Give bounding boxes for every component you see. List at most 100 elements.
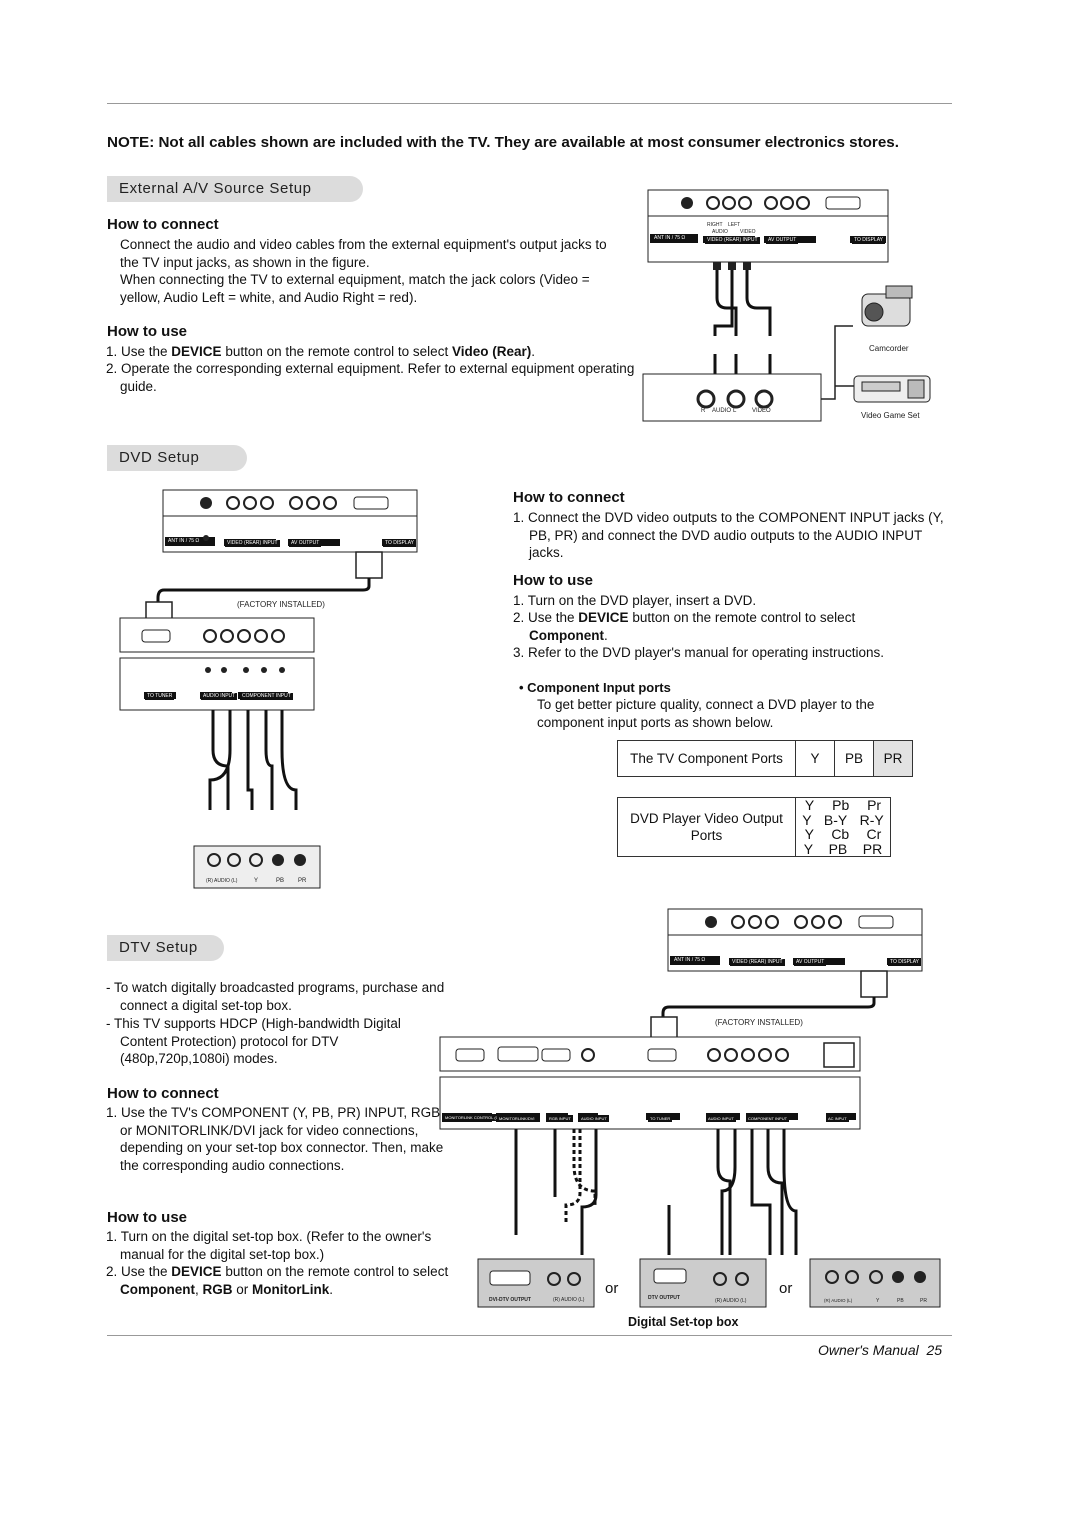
dvd-audio-input-label: AUDIO INPUT — [201, 693, 238, 700]
dtv-factory-cable — [650, 970, 888, 1044]
dtv-use-2: 2. Use the DEVICE button on the remote c… — [106, 1264, 449, 1297]
dvd-factory-label: (FACTORY INSTALLED) — [237, 600, 325, 609]
dtv-connect-1: 1. Use the TV's COMPONENT (Y, PB, PR) IN… — [106, 1105, 444, 1173]
ext-connect-p1: Connect the audio and video cables from … — [120, 237, 607, 270]
footer-page: 25 — [926, 1342, 943, 1358]
stb-dvi-panel — [477, 1258, 595, 1308]
dvd-connect-1: 1. Connect the DVD video outputs to the … — [513, 510, 944, 560]
note-text: NOTE: Not all cables shown are included … — [107, 134, 899, 151]
dtv-factory-label: (FACTORY INSTALLED) — [715, 1018, 803, 1027]
bottom-rule — [107, 1335, 952, 1336]
tv-col-y: Y — [795, 740, 835, 777]
stb-rgb-panel — [639, 1258, 767, 1308]
dtv-bullet-2: - This TV supports HDCP (High-bandwidth … — [106, 1016, 401, 1066]
stb-comp-audio-label: (R) AUDIO (L) — [824, 1298, 853, 1303]
dvd-player-panel — [193, 845, 321, 889]
footer-manual: Owner's Manual — [818, 1342, 919, 1358]
dvd-component-input-label: COMPONENT INPUT — [240, 693, 293, 700]
tv-component-table: The TV Component Ports Y PB PR — [617, 740, 913, 777]
ext-connect-heading: How to connect — [107, 216, 219, 233]
dtv-tv-panel — [667, 908, 923, 972]
dvd-to-tuner-label: TO TUNER — [145, 693, 175, 700]
dvd-tuner-box — [119, 617, 315, 711]
section-title-dtv: DTV Setup — [107, 935, 224, 961]
ext-use-heading: How to use — [107, 323, 188, 340]
camcorder-label: Camcorder — [869, 344, 909, 353]
tv-back-panel — [647, 189, 889, 270]
dtv-port-component: COMPONENT INPUT — [746, 1115, 790, 1122]
stb-caption: Digital Set-top box — [628, 1315, 739, 1329]
av-cables — [713, 270, 772, 376]
footer: Owner's Manual 25 — [818, 1342, 942, 1358]
dvd-video-rear-label: VIDEO (REAR) INPUT — [225, 540, 280, 547]
stb-dvi-audio-label: (R) AUDIO (L) — [553, 1297, 585, 1303]
ext-video-rear-label: VIDEO (REAR) INPUT — [705, 237, 760, 244]
tv-component-label: The TV Component Ports — [617, 740, 796, 777]
dtv-port-monitorlink-control: MONITORLINK CONTROL (CONTROL/SERVICE) — [443, 1114, 538, 1121]
or-label-2: or — [779, 1280, 793, 1297]
dtv-to-display-label: TO DISPLAY — [888, 959, 921, 966]
section-title-external: External A/V Source Setup — [107, 176, 363, 202]
ext-right-label: RIGHT — [707, 222, 723, 228]
dtv-use-1: 1. Turn on the digital set-top box. (Ref… — [106, 1229, 432, 1262]
section-title-dvd: DVD Setup — [107, 445, 247, 471]
stb-rgb-audio-label: (R) AUDIO (L) — [715, 1298, 747, 1304]
ext-av-output-label: AV OUTPUT — [766, 237, 799, 244]
dtv-port-audio: AUDIO INPUT — [579, 1115, 609, 1122]
camcorder-icon — [861, 285, 913, 327]
dvd-ant-label: ANT IN / 75 Ω — [166, 538, 202, 545]
dvd-diagram — [119, 489, 418, 889]
dtv-port-to-tuner: TO TUNER — [648, 1115, 673, 1122]
ext-ant-label: ANT IN / 75 Ω — [652, 235, 688, 242]
dvd-output-label: DVD Player Video Output Ports — [617, 797, 796, 857]
dvd-jack-y: Y — [254, 878, 259, 884]
dvd-jack-pr: PR — [298, 878, 307, 884]
stb-dvi-label: DVI-DTV OUTPUT — [489, 1297, 531, 1303]
dvd-bullet-text: To get better picture quality, connect a… — [537, 697, 875, 730]
game-label: Video Game Set — [861, 411, 920, 420]
ext-jack-r: R — [701, 408, 706, 414]
ext-jack-audio: AUDIO — [712, 408, 732, 414]
dvd-use-2: 2. Use the DEVICE button on the remote c… — [513, 610, 856, 643]
ext-use-1: 1. Use the DEVICE button on the remote c… — [106, 344, 535, 359]
dvd-use-1: 1. Turn on the DVD player, insert a DVD. — [513, 593, 757, 608]
dvd-av-cables — [208, 710, 298, 810]
dvd-use-3: 3. Refer to the DVD player's manual for … — [513, 645, 885, 660]
dvd-jack-pb: PB — [276, 878, 285, 884]
ext-jack-l: L — [733, 408, 737, 414]
dtv-bullet-1: - To watch digitally broadcasted program… — [106, 980, 445, 1013]
or-label-1: or — [605, 1280, 619, 1297]
dtv-port-rgb: RGB INPUT — [547, 1115, 573, 1122]
dtv-port-ac: AC INPUT — [826, 1115, 849, 1122]
top-rule — [107, 103, 952, 104]
dvd-av-output-label: AV OUTPUT — [289, 540, 322, 547]
dtv-port-audio-input: AUDIO INPUT — [706, 1115, 736, 1122]
tv-col-pr: PR — [873, 740, 913, 777]
ext-to-display-label: TO DISPLAY — [852, 237, 885, 244]
dtv-diagram — [439, 908, 941, 1308]
dvd-bullet-heading: • Component Input ports — [519, 680, 671, 695]
stb-comp-pr-label: PR — [920, 1298, 927, 1304]
stb-component-panel — [809, 1258, 941, 1308]
ext-jack-video: VIDEO — [752, 408, 771, 414]
game-console-icon — [853, 375, 931, 403]
dtv-connect-heading: How to connect — [107, 1085, 219, 1102]
dtv-av-output-label: AV OUTPUT — [794, 959, 827, 966]
dtv-use-heading: How to use — [107, 1209, 188, 1226]
tv-col-pb: PB — [834, 740, 874, 777]
dtv-port-monitorlink-dvi: MONITORLINK/DVI — [497, 1115, 537, 1122]
stb-comp-pb-label: PB — [897, 1298, 904, 1304]
ext-use-2: 2. Operate the corresponding external eq… — [106, 361, 635, 394]
dtv-ant-label: ANT IN / 75 Ω — [672, 957, 708, 964]
device-bracket — [821, 325, 858, 400]
dvd-connect-heading: How to connect — [513, 489, 625, 506]
dvd-factory-cable — [145, 551, 383, 629]
dvd-use-heading: How to use — [513, 572, 594, 589]
av-device-panel — [642, 373, 822, 422]
stb-comp-y-label: Y — [876, 1298, 880, 1304]
ext-diagram — [642, 189, 931, 422]
ext-left-label: LEFT — [728, 222, 741, 228]
ext-connect-p2: When connecting the TV to external equip… — [120, 272, 590, 305]
